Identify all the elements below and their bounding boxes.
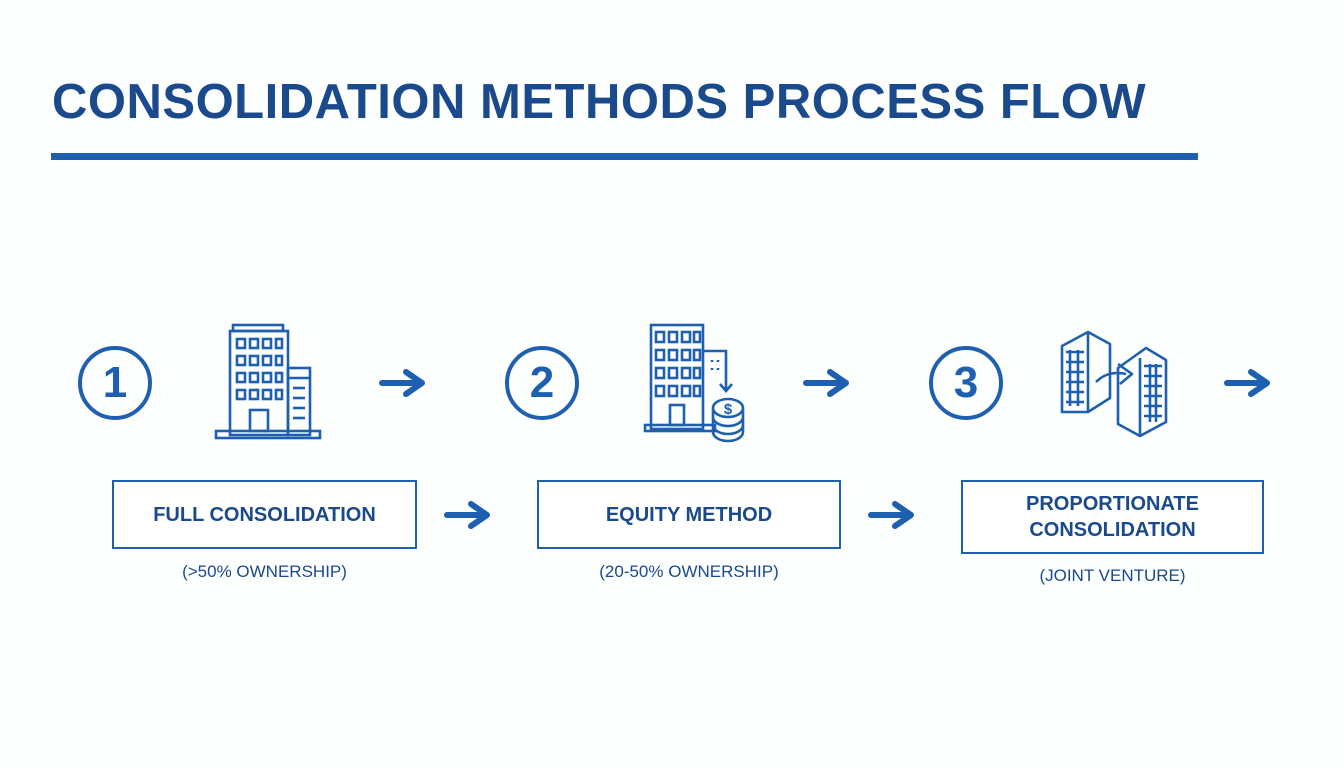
page-title: CONSOLIDATION METHODS PROCESS FLOW [52,75,1147,129]
full-consolidation-box: FULL CONSOLIDATION [112,480,417,549]
proportionate-consolidation-label-line1: PROPORTIONATE [1026,493,1199,515]
proportionate-consolidation-label-line2: CONSOLIDATION [1029,519,1196,541]
proportionate-consolidation-box: PROPORTIONATE CONSOLIDATION [961,480,1264,554]
svg-text:$: $ [724,401,733,418]
full-consolidation-label: FULL CONSOLIDATION [153,503,376,526]
arrow-right-icon [803,369,849,397]
two-buildings-transfer-icon [1060,330,1168,438]
arrow-right-icon [1224,369,1270,397]
arrow-right-icon [868,501,914,529]
arrow-right-icon [379,369,425,397]
step-number-2: 2 [505,346,579,420]
step-number-1: 1 [78,346,152,420]
title-underline [51,153,1198,160]
arrow-right-icon [444,501,490,529]
proportionate-consolidation-caption: (JOINT VENTURE) [1039,566,1186,585]
office-building-icon [214,323,322,440]
equity-method-caption: (20-50% OWNERSHIP) [599,562,779,581]
building-with-coins-icon: $ [643,323,745,443]
equity-method-box: EQUITY METHOD [537,480,841,549]
step-number-3: 3 [929,346,1003,420]
full-consolidation-caption: (>50% OWNERSHIP) [182,562,347,581]
equity-method-label: EQUITY METHOD [605,503,773,526]
